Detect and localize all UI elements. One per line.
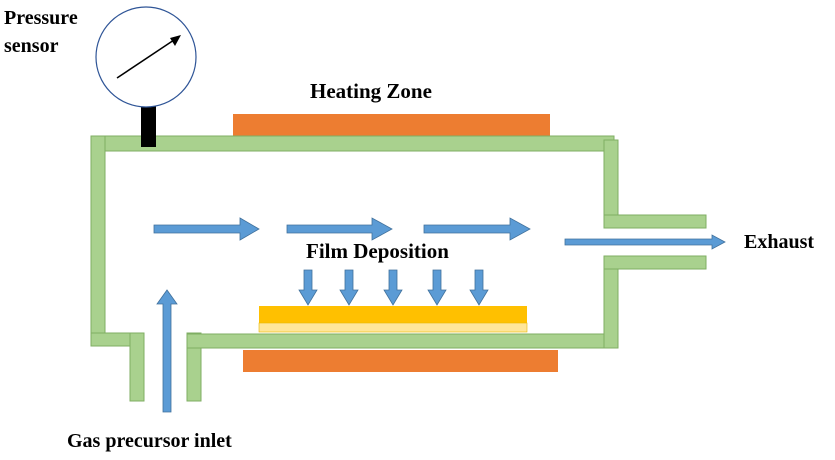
inlet-left-pipe <box>129 332 145 402</box>
film-deposition-label: Film Deposition <box>306 239 449 263</box>
flow-arrow-3 <box>423 217 531 241</box>
top-heater <box>233 114 550 136</box>
deposition-arrow-2 <box>339 269 359 306</box>
chamber-right-lower-wall <box>603 255 619 349</box>
gas-inlet-label: Gas precursor inlet <box>67 430 232 452</box>
flow-arrow-1 <box>153 217 260 241</box>
pressure-sensor-label-line2: sensor <box>4 35 59 57</box>
deposition-arrow-3 <box>383 269 403 306</box>
gauge-stem <box>141 100 156 147</box>
exhaust-label: Exhaust <box>744 231 814 253</box>
heating-zone-label: Heating Zone <box>310 79 432 103</box>
flow-arrow-2 <box>286 217 393 241</box>
substrate <box>258 322 528 333</box>
bottom-heater <box>243 350 558 372</box>
deposition-arrow-5 <box>469 269 489 306</box>
deposition-arrow-1 <box>298 269 318 306</box>
gauge-needle <box>116 37 178 79</box>
inlet-right-pipe <box>186 332 202 402</box>
deposition-arrow-4 <box>427 269 447 306</box>
chamber-left-wall <box>90 135 106 347</box>
chamber-top-wall <box>95 135 615 152</box>
gauge-needle-head <box>170 35 181 46</box>
inlet-arrow <box>156 289 178 413</box>
deposited-film <box>259 306 527 323</box>
gas-flow-arrows <box>153 217 726 413</box>
deposition-arrows <box>298 269 489 306</box>
chamber <box>90 135 707 402</box>
pressure-sensor-label-line1: Pressure <box>4 7 78 29</box>
exhaust-lower-pipe <box>603 255 707 270</box>
exhaust-upper-pipe <box>603 214 707 229</box>
pressure-gauge-icon <box>95 6 197 147</box>
exhaust-arrow <box>564 234 726 250</box>
chamber-bottom-wall <box>186 333 616 349</box>
gauge-face <box>95 6 197 108</box>
